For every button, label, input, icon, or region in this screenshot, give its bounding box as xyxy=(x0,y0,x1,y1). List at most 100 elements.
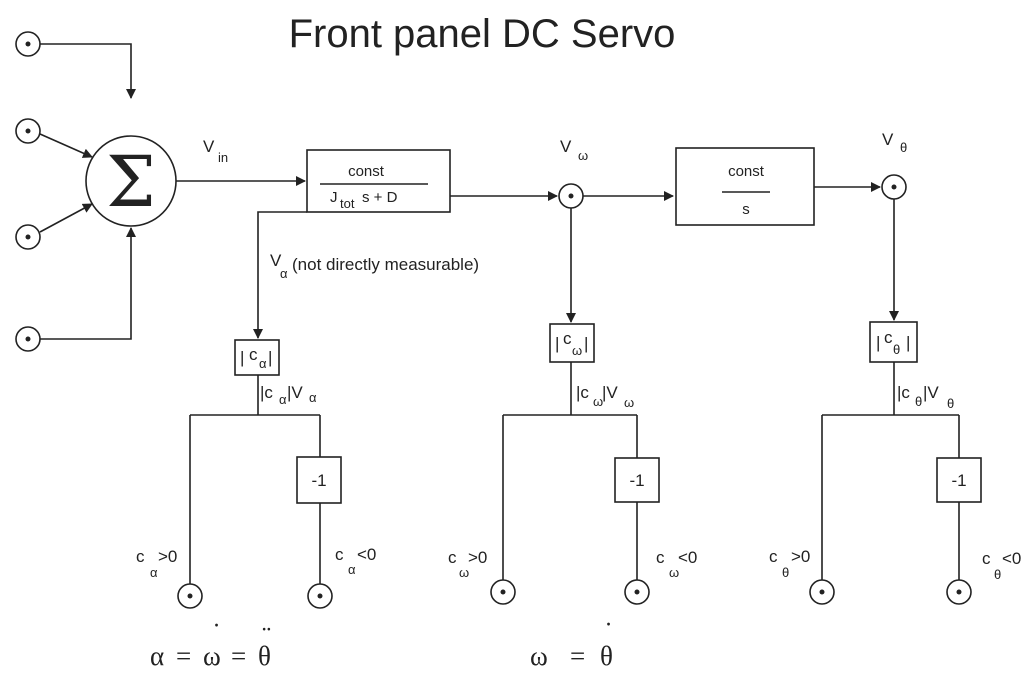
gain-output-label-omega: |c ω |V ω xyxy=(576,383,634,410)
svg-text:α: α xyxy=(150,565,158,580)
svg-text:|: | xyxy=(906,333,910,352)
svg-text:s + D: s + D xyxy=(362,189,398,206)
vin-label: V in xyxy=(203,137,228,165)
svg-text:c: c xyxy=(136,547,145,566)
output-label-theta-pos: c θ >0 xyxy=(769,547,810,580)
split-wires-alpha xyxy=(189,375,321,584)
svg-text:α: α xyxy=(279,392,287,407)
input-port-4[interactable] xyxy=(15,326,41,352)
svg-text:(not directly measurable): (not directly measurable) xyxy=(292,255,479,274)
svg-text:θ: θ xyxy=(258,641,271,671)
svg-text:ω: ω xyxy=(669,565,679,580)
svg-text:˙: ˙ xyxy=(604,617,613,647)
svg-text:-1: -1 xyxy=(311,471,326,490)
svg-text:const: const xyxy=(728,163,765,180)
svg-text:=: = xyxy=(570,641,585,671)
svg-text:˙: ˙ xyxy=(212,618,221,648)
svg-text:ω: ω xyxy=(203,641,221,671)
svg-text:θ: θ xyxy=(893,342,900,357)
svg-text:>0: >0 xyxy=(158,547,177,566)
svg-text:α: α xyxy=(309,390,317,405)
svg-text:|: | xyxy=(268,348,272,367)
svg-text:ω: ω xyxy=(459,565,469,580)
svg-text:|c: |c xyxy=(897,383,910,402)
split-wires-theta xyxy=(821,362,960,580)
input-port-1[interactable] xyxy=(15,31,41,57)
output-port-omega-neg[interactable] xyxy=(624,579,650,605)
svg-text:-1: -1 xyxy=(629,471,644,490)
svg-text:c: c xyxy=(249,345,258,364)
svg-text:V: V xyxy=(882,130,894,149)
svg-text:|: | xyxy=(240,348,244,367)
output-port-theta-neg[interactable] xyxy=(946,579,972,605)
svg-text:|V: |V xyxy=(602,383,618,402)
svg-text:V: V xyxy=(203,137,215,156)
svg-text:|c: |c xyxy=(260,383,273,402)
v-theta-node[interactable] xyxy=(881,174,907,200)
svg-text:θ: θ xyxy=(915,394,922,409)
svg-text:ω: ω xyxy=(624,395,634,410)
svg-text:c: c xyxy=(884,328,893,347)
svg-text:α: α xyxy=(348,562,356,577)
output-port-alpha-neg[interactable] xyxy=(307,583,333,609)
plant-transfer-block: const J tot s + D xyxy=(306,149,451,213)
equation-omega: ω = θ ˙ xyxy=(530,617,613,671)
svg-text:|c: |c xyxy=(576,383,589,402)
v-omega-label: V ω xyxy=(560,137,588,163)
svg-text:in: in xyxy=(218,150,228,165)
output-label-omega-pos: c ω >0 xyxy=(448,548,487,580)
v-alpha-label: V α (not directly measurable) xyxy=(270,251,479,281)
svg-text:ω: ω xyxy=(593,394,603,409)
input-port-3[interactable] xyxy=(15,224,41,250)
gain-output-label-alpha: |c α |V α xyxy=(260,383,317,407)
svg-text:<0: <0 xyxy=(678,548,697,567)
svg-text:θ: θ xyxy=(600,641,613,671)
svg-text:-1: -1 xyxy=(951,471,966,490)
output-label-omega-neg: c ω <0 xyxy=(656,548,697,580)
svg-text:ω: ω xyxy=(572,343,582,358)
output-port-alpha-pos[interactable] xyxy=(177,583,203,609)
svg-text:|V: |V xyxy=(287,383,303,402)
v-theta-label: V θ xyxy=(882,130,907,155)
input-port-2[interactable] xyxy=(15,118,41,144)
split-wires-omega xyxy=(502,362,638,580)
svg-text:c: c xyxy=(656,548,665,567)
page-title: Front panel DC Servo xyxy=(289,12,676,56)
svg-text:const: const xyxy=(348,163,385,180)
svg-text:=: = xyxy=(176,641,191,671)
output-port-theta-pos[interactable] xyxy=(809,579,835,605)
svg-text:V: V xyxy=(270,251,282,270)
wire-input-1 xyxy=(40,43,136,99)
svg-text:tot: tot xyxy=(340,196,355,211)
svg-text:ω: ω xyxy=(530,641,548,671)
svg-text:α: α xyxy=(150,641,164,671)
svg-text:c: c xyxy=(448,548,457,567)
gain-output-label-theta: |c θ |V θ xyxy=(897,383,954,411)
integrator-block: const s xyxy=(675,147,815,226)
svg-text:|: | xyxy=(584,334,588,353)
wire-input-4 xyxy=(40,227,136,340)
sigma-symbol: Σ xyxy=(106,141,156,223)
svg-text:>0: >0 xyxy=(468,548,487,567)
svg-text:=: = xyxy=(231,641,246,671)
svg-text:θ: θ xyxy=(994,567,1001,582)
gain-block-omega: | c ω | xyxy=(549,323,595,363)
inverter-alpha: -1 xyxy=(296,456,342,504)
output-port-omega-pos[interactable] xyxy=(490,579,516,605)
svg-text:J: J xyxy=(330,189,338,206)
svg-text:>0: >0 xyxy=(791,547,810,566)
svg-text:θ: θ xyxy=(782,565,789,580)
svg-text:c: c xyxy=(982,549,991,568)
svg-text:|: | xyxy=(876,333,880,352)
equation-alpha: α = ω ˙ = θ ¨ xyxy=(150,618,271,671)
gain-block-theta: | c θ | xyxy=(869,321,918,363)
v-omega-node[interactable] xyxy=(558,183,584,209)
svg-text:¨: ¨ xyxy=(262,621,271,651)
output-label-alpha-pos: c α >0 xyxy=(136,547,177,580)
wire-input-3 xyxy=(39,203,93,233)
wire-input-2 xyxy=(39,133,93,158)
summing-junction: Σ xyxy=(85,135,177,227)
gain-block-alpha: | c α | xyxy=(234,339,280,376)
svg-text:s: s xyxy=(742,201,750,218)
